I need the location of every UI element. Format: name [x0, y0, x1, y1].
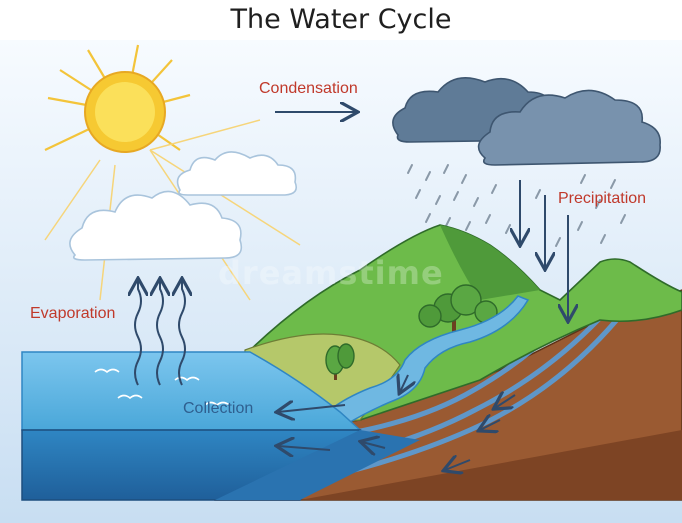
tree-icon: [418, 284, 498, 336]
tree-icon: [325, 343, 355, 380]
collection-label: Collection: [183, 400, 254, 417]
watermark: dreamstime: [218, 254, 444, 292]
cloud-icon: [69, 190, 243, 261]
collection-arrows: [278, 375, 516, 470]
page-title: The Water Cycle: [230, 4, 452, 35]
condensation-label: Condensation: [259, 80, 358, 97]
cloud-icon: [176, 151, 298, 196]
rain-cloud-icon: [392, 76, 661, 166]
precipitation-label: Precipitation: [558, 190, 647, 207]
precipitation-arrows: [520, 180, 568, 320]
evaporation-label: Evaporation: [30, 305, 116, 322]
mountain-shade: [440, 225, 540, 300]
rain-drops: [407, 164, 626, 247]
evaporation-arrows: [135, 280, 185, 386]
soil-shadow: [300, 430, 682, 500]
